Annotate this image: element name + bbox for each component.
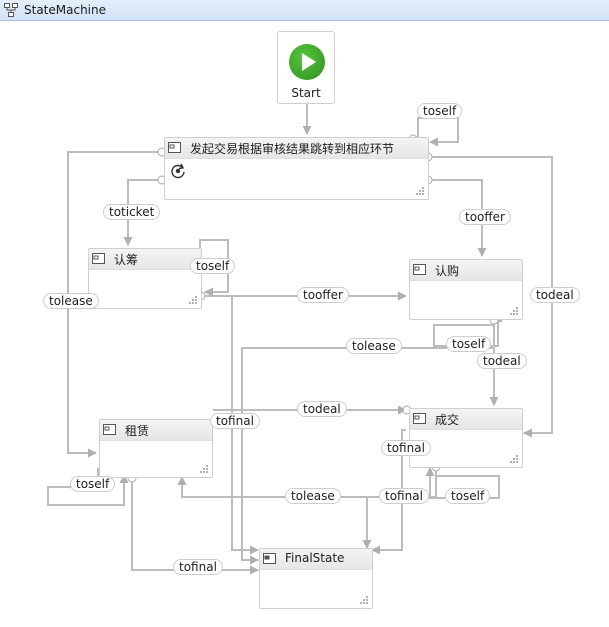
transition-label-toticket[interactable]: toticket <box>103 204 161 220</box>
state-name: 认购 <box>435 264 460 278</box>
state-header: 认购 <box>410 260 522 281</box>
state-name: 成交 <box>435 413 460 427</box>
state-name: 发起交易根据审核结果跳转到相应环节 <box>190 142 395 156</box>
transition-label-raise-tofinal[interactable]: tofinal <box>210 413 260 429</box>
state-icon <box>168 142 181 153</box>
transition-label-deal-tolease[interactable]: tolease <box>285 488 341 504</box>
transition-label-raise-toself[interactable]: toself <box>190 258 236 274</box>
state-name: 认筹 <box>114 253 139 267</box>
state-subscribe[interactable]: 认购 <box>409 259 523 320</box>
start-node[interactable]: Start <box>277 31 335 104</box>
state-icon <box>413 413 426 424</box>
transition-label-lease-tofinal[interactable]: tofinal <box>173 559 223 575</box>
state-name: FinalState <box>285 551 345 565</box>
designer-title-bar: StateMachine <box>0 0 609 21</box>
state-header: FinalState <box>260 549 372 570</box>
state-icon <box>413 264 426 275</box>
state-initiate-transaction[interactable]: 发起交易根据审核结果跳转到相应环节 <box>164 137 429 200</box>
start-play-icon <box>289 44 325 80</box>
state-icon <box>92 253 105 264</box>
window-title: StateMachine <box>24 3 106 17</box>
state-icon <box>103 424 116 435</box>
transition-label-deal-toself[interactable]: toself <box>445 488 491 504</box>
state-header: 发起交易根据审核结果跳转到相应环节 <box>165 138 428 159</box>
transition-label-subscribe-todeal[interactable]: todeal <box>477 353 527 369</box>
resize-grip-icon[interactable] <box>510 455 518 463</box>
transition-label-initiate-tooffer[interactable]: tooffer <box>459 209 511 225</box>
transition-label-subscribe-toself[interactable]: toself <box>446 336 492 352</box>
resize-grip-icon[interactable] <box>416 187 424 195</box>
state-machine-icon <box>4 3 18 17</box>
state-name: 租赁 <box>125 424 150 438</box>
transition-label-initiate-tolease[interactable]: tolease <box>43 293 99 309</box>
resize-grip-icon[interactable] <box>200 465 208 473</box>
transition-label-lease-todeal[interactable]: todeal <box>297 401 347 417</box>
transition-label-lease-toself[interactable]: toself <box>70 476 116 492</box>
resize-grip-icon[interactable] <box>360 596 368 604</box>
state-raise[interactable]: 认筹 <box>88 248 202 309</box>
start-label: Start <box>291 86 321 100</box>
state-final[interactable]: FinalState <box>259 548 373 609</box>
state-deal[interactable]: 成交 <box>409 408 523 468</box>
state-header: 租赁 <box>100 420 212 441</box>
resize-grip-icon[interactable] <box>510 307 518 315</box>
resize-grip-icon[interactable] <box>189 296 197 304</box>
state-lease[interactable]: 租赁 <box>99 419 213 478</box>
final-state-icon <box>263 553 276 564</box>
state-header: 成交 <box>410 409 522 430</box>
transition-label-initiate-todeal[interactable]: todeal <box>530 287 580 303</box>
transition-label-deal-tofinal-a[interactable]: tofinal <box>381 440 431 456</box>
transition-label-raise-tooffer[interactable]: tooffer <box>297 287 349 303</box>
entry-action-icon <box>171 163 185 179</box>
transition-label-deal-tofinal-b[interactable]: tofinal <box>379 488 429 504</box>
transition-label-subscribe-tolease[interactable]: tolease <box>346 338 402 354</box>
transition-label-initiate-toself[interactable]: toself <box>417 103 463 119</box>
state-header: 认筹 <box>89 249 201 270</box>
